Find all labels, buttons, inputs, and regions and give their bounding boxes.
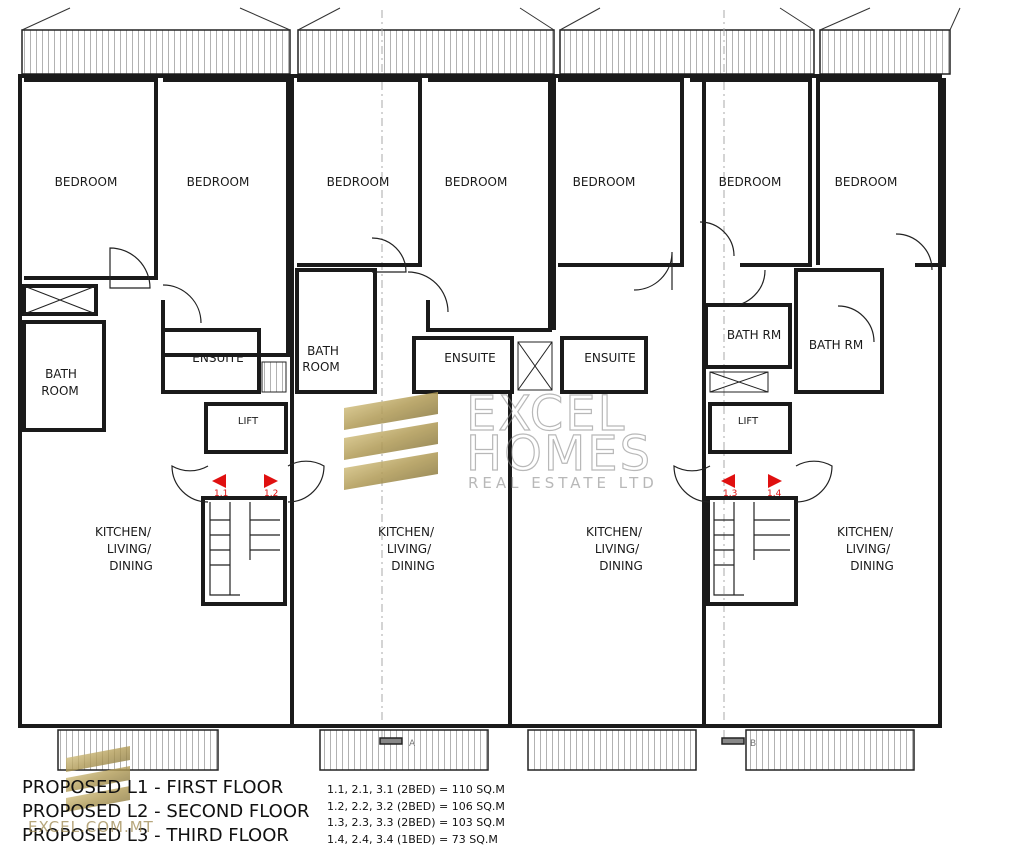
area-line: 1.3, 2.3, 3.3 (2BED) = 103 SQ.M bbox=[327, 816, 505, 829]
room-label: ENSUITE bbox=[444, 351, 495, 365]
unit-entry-arrow-icon bbox=[721, 474, 735, 488]
room-label: BEDROOM bbox=[719, 175, 782, 189]
room-label: BEDROOM bbox=[445, 175, 508, 189]
center-lines bbox=[381, 10, 725, 745]
room-label: DINING bbox=[391, 559, 435, 573]
unit-entry-arrow-icon bbox=[212, 474, 226, 488]
unit-tag: 1.3 bbox=[723, 489, 737, 499]
small-logo-icon bbox=[66, 746, 130, 812]
unit-tag: 1.2 bbox=[264, 489, 278, 499]
room-label: BEDROOM bbox=[55, 175, 118, 189]
unit-areas: 1.1, 2.1, 3.1 (2BED) = 110 SQ.M 1.2, 2.2… bbox=[327, 782, 587, 848]
room-label: BEDROOM bbox=[327, 175, 390, 189]
watermark-line-1: EXCEL bbox=[466, 386, 626, 442]
unit-tag: 1.1 bbox=[214, 489, 228, 499]
top-balconies bbox=[21, 7, 961, 75]
room-label: LIVING/ bbox=[595, 542, 640, 556]
room-label: ROOM bbox=[302, 360, 340, 374]
room-label: ROOM bbox=[41, 384, 79, 398]
room-label: LIVING/ bbox=[846, 542, 891, 556]
watermark-line-3: REAL ESTATE LTD bbox=[468, 474, 658, 492]
room-label: KITCHEN/ bbox=[95, 525, 152, 539]
room-label: BEDROOM bbox=[573, 175, 636, 189]
walls bbox=[18, 74, 946, 728]
room-label: DINING bbox=[109, 559, 153, 573]
room-labels: BEDROOM BEDROOM BEDROOM BEDROOM BEDROOM … bbox=[41, 175, 897, 573]
unit-entry-arrow-icon bbox=[264, 474, 278, 488]
floor-titles: PROPOSED L1 - FIRST FLOOR PROPOSED L2 - … bbox=[22, 776, 322, 848]
section-mark: B bbox=[750, 739, 756, 749]
room-label: KITCHEN/ bbox=[837, 525, 894, 539]
room-label: LIFT bbox=[238, 416, 259, 427]
watermark-site: EXCEL.COM.MT bbox=[28, 818, 154, 836]
floor-title: PROPOSED L3 - THIRD FLOOR bbox=[22, 825, 289, 846]
service-ducts bbox=[23, 285, 769, 393]
room-label: BATH RM bbox=[727, 328, 781, 342]
area-line: 1.2, 2.2, 3.2 (2BED) = 106 SQ.M bbox=[327, 799, 505, 813]
room-label: BATH RM bbox=[809, 338, 863, 352]
room-label: BATH bbox=[45, 367, 77, 381]
room-label: LIVING/ bbox=[387, 542, 432, 556]
section-mark: A bbox=[409, 739, 416, 749]
room-label: KITCHEN/ bbox=[378, 525, 435, 539]
floor-title: PROPOSED L2 - SECOND FLOOR bbox=[22, 801, 310, 822]
room-label: LIVING/ bbox=[107, 542, 152, 556]
bottom-balconies bbox=[57, 729, 915, 771]
room-label: ENSUITE bbox=[192, 351, 243, 365]
room-label: KITCHEN/ bbox=[586, 525, 643, 539]
area-line: 1.1, 2.1, 3.1 (2BED) = 110 SQ.M bbox=[327, 783, 505, 796]
room-label: ENSUITE bbox=[584, 351, 635, 365]
room-label: DINING bbox=[850, 559, 894, 573]
door-swings bbox=[109, 221, 933, 503]
area-line: 1.4, 2.4, 3.4 (1BED) = 73 SQ.M bbox=[327, 832, 498, 846]
floor-title: PROPOSED L1 - FIRST FLOOR bbox=[22, 777, 284, 798]
watermark-logo-icon bbox=[344, 392, 438, 490]
room-label: BEDROOM bbox=[835, 175, 898, 189]
room-label: BEDROOM bbox=[187, 175, 250, 189]
room-label: BATH bbox=[307, 344, 339, 358]
room-label: DINING bbox=[599, 559, 643, 573]
stairs bbox=[209, 502, 790, 596]
room-label: LIFT bbox=[738, 416, 759, 427]
unit-markers: 1.1 1.2 1.3 1.4 bbox=[212, 474, 782, 499]
watermark-line-2: HOMES bbox=[466, 426, 652, 482]
unit-entry-arrow-icon bbox=[768, 474, 782, 488]
unit-tag: 1.4 bbox=[767, 489, 782, 499]
